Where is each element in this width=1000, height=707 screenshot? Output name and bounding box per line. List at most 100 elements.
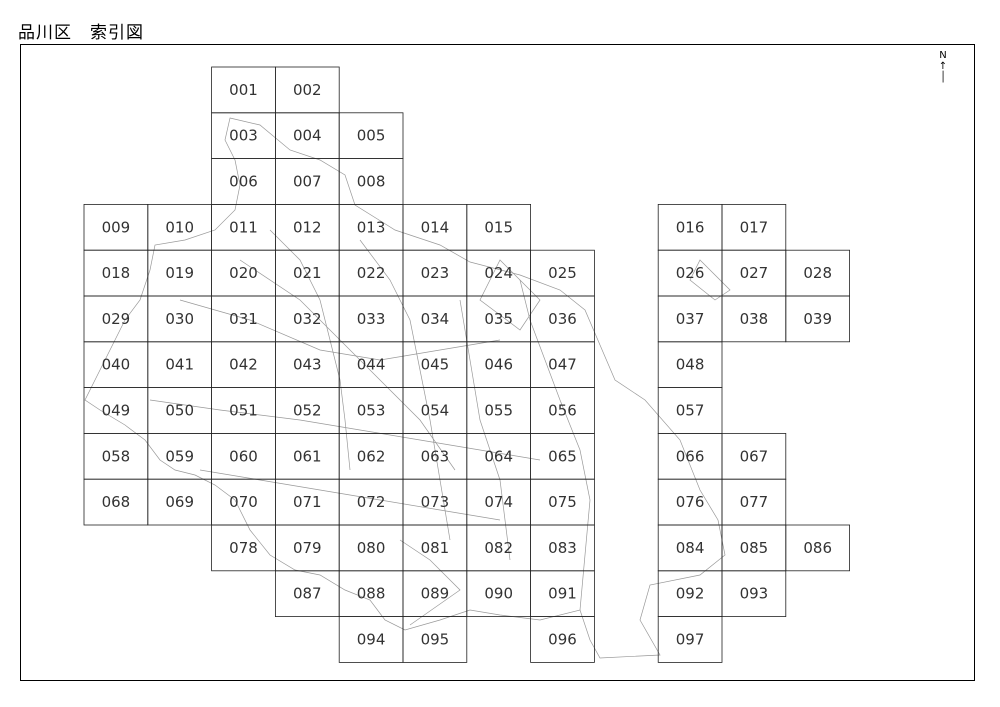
grid-cell-label: 074 — [484, 493, 513, 511]
grid-cell-label: 028 — [803, 264, 832, 282]
grid-cell-097[interactable] — [657, 616, 723, 663]
grid-cell-label: 065 — [548, 447, 577, 465]
grid-cell-label: 041 — [165, 356, 194, 374]
grid-cell-label: 027 — [740, 264, 769, 282]
grid-cell-label: 016 — [676, 218, 705, 236]
grid-cell-label: 069 — [165, 493, 194, 511]
grid-cell-label: 015 — [484, 218, 513, 236]
grid-cell-label: 018 — [102, 264, 131, 282]
grid-cell-label: 078 — [229, 539, 258, 557]
grid-cell-label: 055 — [484, 402, 513, 420]
grid-cell-label: 023 — [421, 264, 450, 282]
grid-cell-label: 010 — [165, 218, 194, 236]
grid-cell-096[interactable] — [530, 616, 595, 663]
grid-cell-label: 038 — [740, 310, 769, 328]
grid-cell-label: 033 — [357, 310, 386, 328]
grid-cell-label: 084 — [676, 539, 705, 557]
grid-cell-label: 036 — [548, 310, 577, 328]
grid-cell-label: 011 — [229, 218, 258, 236]
grid-cell-label: 008 — [357, 173, 386, 191]
grid-cell-label: 046 — [484, 356, 513, 374]
grid-cell-label: 032 — [293, 310, 322, 328]
grid-cell-label: 003 — [229, 127, 258, 145]
grid-cell-label: 064 — [484, 447, 513, 465]
grid-cell-label: 019 — [165, 264, 194, 282]
district-line — [149, 399, 541, 461]
grid-cell-label: 034 — [421, 310, 450, 328]
grid-cell-label: 007 — [293, 173, 322, 191]
grid-cell-label: 042 — [229, 356, 258, 374]
grid-cell-label: 006 — [229, 173, 258, 191]
grid-cell-label: 044 — [357, 356, 386, 374]
grid-cell-label: 077 — [740, 493, 769, 511]
grid-cell-095[interactable] — [402, 616, 468, 663]
grid-cell-label: 004 — [293, 127, 322, 145]
district-line — [689, 259, 731, 301]
grid-cell-label: 050 — [165, 402, 194, 420]
grid-cell-label: 075 — [548, 493, 577, 511]
page-title: 品川区 索引図 — [18, 23, 144, 43]
grid-cell-label: 088 — [357, 585, 386, 603]
grid-cell-label: 030 — [165, 310, 194, 328]
grid-cell-093[interactable] — [721, 570, 787, 617]
grid-cell-label: 057 — [676, 402, 705, 420]
grid-cell-label: 051 — [229, 402, 258, 420]
district-line — [269, 229, 351, 471]
grid-cell-label: 047 — [548, 356, 577, 374]
grid-cell-label: 072 — [357, 493, 386, 511]
grid-cell-label: 095 — [421, 631, 450, 649]
grid-cell-label: 025 — [548, 264, 577, 282]
grid-cell-label: 001 — [229, 81, 258, 99]
grid-cell-label: 049 — [102, 402, 131, 420]
grid-cell-label: 083 — [548, 539, 577, 557]
grid-cell-label: 094 — [357, 631, 386, 649]
grid-cell-label: 012 — [293, 218, 322, 236]
grid-cell-label: 014 — [421, 218, 450, 236]
north-arrow-icon: N ↑ │ — [936, 50, 950, 83]
grid-cell-label: 053 — [357, 402, 386, 420]
grid-cell-label: 085 — [740, 539, 769, 557]
district-line — [199, 469, 501, 521]
grid-cell-label: 097 — [676, 631, 705, 649]
district-line — [459, 299, 511, 561]
grid-cell-label: 002 — [293, 81, 322, 99]
grid-cell-label: 056 — [548, 402, 577, 420]
grid-cell-label: 054 — [421, 402, 450, 420]
grid-cell-label: 061 — [293, 447, 322, 465]
north-arrow-head: ↑ — [938, 61, 948, 72]
grid-cell-label: 045 — [421, 356, 450, 374]
grid-cell-label: 040 — [102, 356, 131, 374]
grid-cell-label: 029 — [102, 310, 131, 328]
grid-cell-label: 063 — [421, 447, 450, 465]
grid-cell-label: 068 — [102, 493, 131, 511]
grid-cell-label: 087 — [293, 585, 322, 603]
grid-cell-label: 082 — [484, 539, 513, 557]
district-line — [399, 539, 461, 626]
grid-cell-label: 037 — [676, 310, 705, 328]
district-line — [179, 299, 501, 361]
district-line — [239, 259, 456, 471]
grid-cell-label: 058 — [102, 447, 131, 465]
grid-cell-label: 076 — [676, 493, 705, 511]
grid-cell-label: 031 — [229, 310, 258, 328]
ward-outline — [84, 117, 726, 659]
grid-cell-label: 022 — [357, 264, 386, 282]
grid-cell-label: 043 — [293, 356, 322, 374]
grid-cell-label: 039 — [803, 310, 832, 328]
grid-cell-label: 092 — [676, 585, 705, 603]
grid-cell-label: 071 — [293, 493, 322, 511]
grid-cell-label: 091 — [548, 585, 577, 603]
grid-cell-label: 024 — [484, 264, 513, 282]
grid-cell-label: 060 — [229, 447, 258, 465]
grid-cell-label: 086 — [803, 539, 832, 557]
grid-cell-label: 013 — [357, 218, 386, 236]
grid-cell-label: 035 — [484, 310, 513, 328]
grid-cell-039[interactable] — [785, 295, 850, 343]
grid-cell-label: 093 — [740, 585, 769, 603]
north-arrow-shaft: │ — [939, 72, 947, 83]
grid-cell-086[interactable] — [785, 524, 850, 572]
grid-cell-label: 081 — [421, 539, 450, 557]
grid-cell-label: 020 — [229, 264, 258, 282]
